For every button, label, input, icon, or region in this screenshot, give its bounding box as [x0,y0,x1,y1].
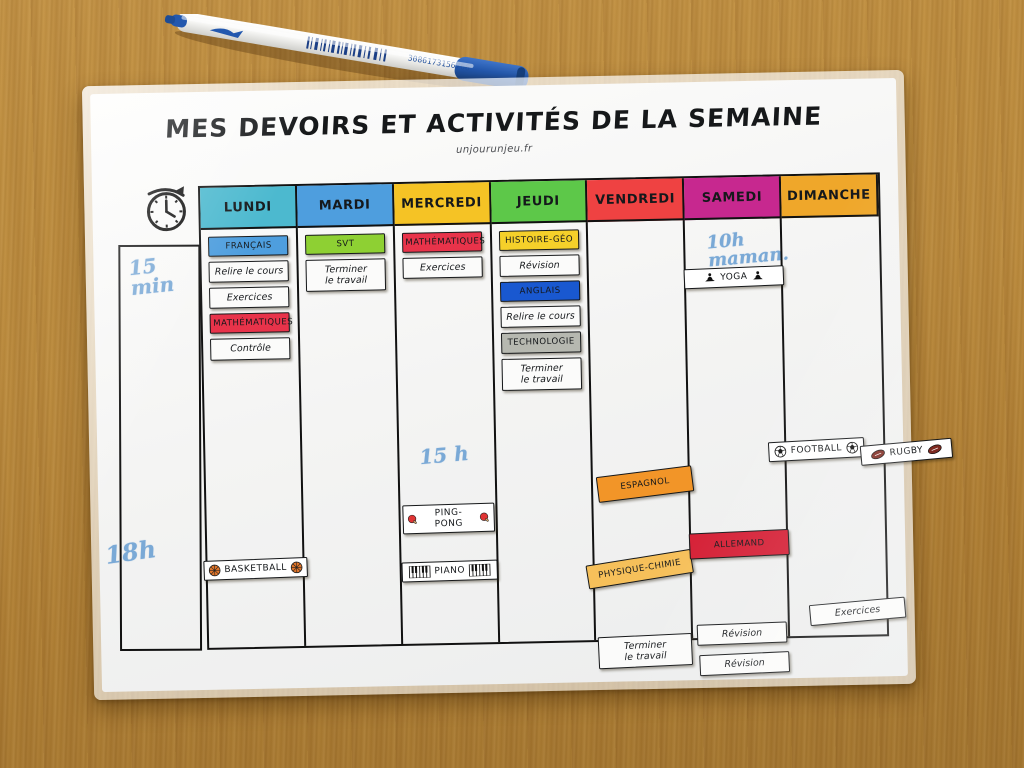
soccer-ball-icon [775,445,787,458]
card-rugby-label: RUGBY [889,445,924,459]
card-yoga[interactable]: YOGA [683,265,785,290]
week-grid: LUNDI MARDI MERCREDI JEUDI VENDREDI SAME… [197,172,954,677]
card-relire-le-cours[interactable]: Relire le cours [208,260,290,284]
card-yoga-label: YOGA [720,271,748,283]
soccer-ball-icon [846,441,858,454]
day-column-vendredi[interactable]: ESPAGNOL PHYSIQUE-CHIMIE Terminer le tra… [585,220,695,670]
day-column-jeudi[interactable]: HISTOIRE-GÉO Révision ANGLAIS Relire le … [491,222,597,643]
yoga-pose-icon [753,271,763,280]
card-revision[interactable]: Révision [699,651,791,677]
clock-icon [146,186,186,232]
card-football[interactable]: FOOTBALL [768,437,865,463]
day-header-dimanche[interactable]: DIMANCHE [781,174,879,219]
card-anglais[interactable]: ANGLAIS [499,280,581,303]
card-piano-label: PIANO [433,565,465,577]
card-histoire-geo[interactable]: HISTOIRE-GÉO [498,229,580,252]
weekly-planner-sheet: MES DEVOIRS ET ACTIVITÉS DE LA SEMAINE u… [81,69,954,701]
notes-column[interactable] [118,244,203,651]
piano-keys-icon [408,565,431,579]
day-header-jeudi[interactable]: JEUDI [490,180,589,225]
rugby-ball-icon [871,449,886,460]
card-revision[interactable]: Révision [499,254,580,278]
card-ping-pong-label: PING-PONG [434,507,463,530]
day-header-samedi[interactable]: SAMEDI [684,176,782,221]
card-mathematiques[interactable]: MATHÉMATIQUES [209,312,293,335]
day-header-lundi[interactable]: LUNDI [199,186,298,230]
day-column-mercredi[interactable]: MATHÉMATIQUES Exercices PING-PONG [394,224,500,644]
day-column-dimanche[interactable]: FOOTBALL RUGBY [768,216,954,636]
day-header-vendredi[interactable]: VENDREDI [587,178,686,223]
card-espagnol[interactable]: ESPAGNOL [596,465,695,504]
card-terminer-le-travail[interactable]: Terminer le travail [598,632,694,670]
card-terminer-le-travail[interactable]: Terminer le travail [305,258,387,293]
handwritten-note-18h: 18h [103,533,158,570]
card-svt[interactable]: SVT [305,233,386,255]
day-header-mercredi[interactable]: MERCREDI [393,182,492,227]
card-piano[interactable]: PIANO [401,559,498,583]
card-exercices[interactable]: Exercices [809,596,907,627]
card-basketball[interactable]: BASKETBALL [203,556,308,581]
card-controle[interactable]: Contrôle [210,337,291,361]
card-francais[interactable]: FRANÇAIS [208,235,289,257]
piano-keys-icon [468,563,491,577]
day-column-mardi[interactable]: SVT Terminer le travail [297,226,403,646]
card-ping-pong[interactable]: PING-PONG [401,502,495,535]
handwritten-note-15min: 15 min [127,253,176,301]
card-physique-chimie[interactable]: PHYSIQUE-CHIMIE [585,548,695,590]
day-column-samedi[interactable]: YOGA ALLEMAND Révision Révision [683,218,791,677]
pingpong-paddle-icon [407,514,417,524]
basketball-icon [291,561,303,574]
blue-whiteboard-marker[interactable]: 3086173156766 [156,14,548,92]
rugby-ball-icon [927,444,942,455]
card-relire-le-cours[interactable]: Relire le cours [500,305,581,329]
card-technologie[interactable]: TECHNOLOGIE [500,331,582,354]
sheet-surface: MES DEVOIRS ET ACTIVITÉS DE LA SEMAINE u… [81,69,954,701]
card-revision[interactable]: Révision [696,621,788,646]
card-allemand[interactable]: ALLEMAND [688,528,791,560]
card-football-label: FOOTBALL [790,442,843,456]
yoga-pose-icon [705,273,716,282]
card-exercices[interactable]: Exercices [209,286,290,310]
card-exercices[interactable]: Exercices [402,256,483,280]
card-mathematiques[interactable]: MATHÉMATIQUES [402,231,485,254]
day-header-mardi[interactable]: MARDI [296,184,395,229]
card-rugby[interactable]: RUGBY [859,437,954,466]
day-column-lundi[interactable]: FRANÇAIS Relire le cours Exercices MATHÉ… [200,228,308,648]
card-terminer-le-travail[interactable]: Terminer le travail [501,356,583,391]
basketball-icon [208,564,221,577]
card-basketball-label: BASKETBALL [224,562,288,575]
pingpong-paddle-icon [479,512,489,522]
